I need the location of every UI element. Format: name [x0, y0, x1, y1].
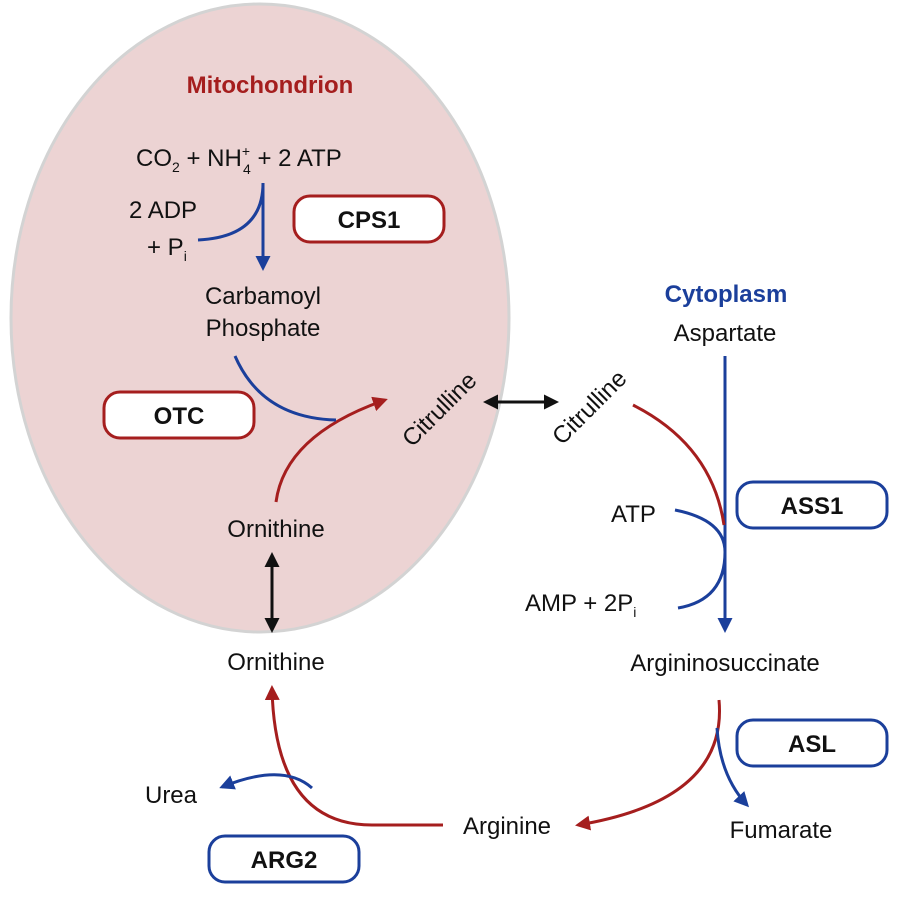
ass1-enzyme-box — [735, 480, 889, 530]
asl-enzyme-box — [735, 718, 889, 768]
arg2-arginine-to-ornithine-arrow — [264, 685, 443, 827]
arginine-label: Arginine — [463, 813, 551, 840]
ornithine-mito-label: Ornithine — [227, 516, 324, 543]
atp-label: ATP — [611, 501, 656, 528]
carbamoyl-into-otc-arc — [233, 355, 337, 422]
otc-enzyme-label: OTC — [154, 403, 205, 430]
ass1-citrulline-arc — [632, 403, 726, 526]
urea-label: Urea — [145, 782, 198, 809]
carbamoyl-label: Carbamoyl — [205, 283, 321, 310]
arg2-enzyme-box — [207, 834, 361, 884]
otc-ornithine-to-citrulline-arrow — [274, 396, 388, 503]
mitochondrion-title: Mitochondrion — [187, 72, 354, 99]
ass1-enzyme-label: ASS1 — [781, 493, 844, 520]
adp-label: 2 ADP — [129, 197, 197, 224]
substrates-label: CO2 + NH+4 + 2 ATP — [136, 143, 342, 177]
asl-enzyme-label: ASL — [788, 731, 836, 758]
citrulline-cyto-label: Citrulline — [547, 365, 632, 450]
arg2-urea-arrow — [219, 773, 314, 790]
pi-label: + Pi — [147, 234, 187, 264]
asl-to-fumarate-arrow — [715, 727, 750, 808]
mitochondrion-compartment — [9, 2, 511, 634]
ornithine-cyto-label: Ornithine — [227, 649, 324, 676]
ass1-atp-arc — [674, 508, 727, 610]
otc-enzyme-box — [102, 390, 256, 440]
argininosuccinate-label: Argininosuccinate — [630, 650, 819, 677]
cps1-enzyme-box — [292, 194, 446, 244]
cps1-byproduct-arc — [197, 182, 265, 242]
fumarate-label: Fumarate — [730, 817, 833, 844]
phosphate-label: Phosphate — [206, 315, 321, 342]
amp-label: AMP + 2Pi — [525, 590, 636, 620]
arg2-enzyme-label: ARG2 — [251, 847, 318, 874]
cytoplasm-title: Cytoplasm — [665, 281, 788, 308]
cps1-enzyme-label: CPS1 — [338, 207, 401, 234]
aspartate-label: Aspartate — [674, 320, 777, 347]
asl-to-arginine-arrow — [575, 699, 722, 831]
